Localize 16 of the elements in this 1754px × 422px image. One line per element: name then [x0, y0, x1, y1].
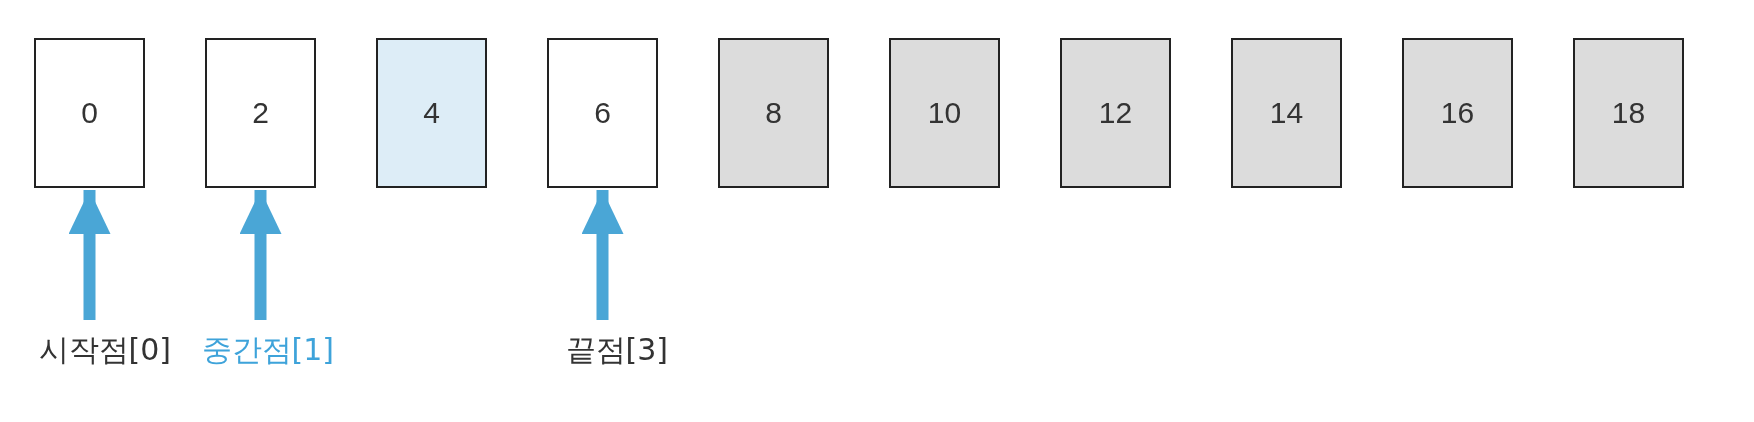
array-cell: 10: [889, 38, 1000, 188]
pointer-label: 중간점[1]: [201, 330, 334, 371]
array-cell: 12: [1060, 38, 1171, 188]
array-cell: 8: [718, 38, 829, 188]
array-cell: 14: [1231, 38, 1342, 188]
array-cell: 16: [1402, 38, 1513, 188]
array-cell: 6: [547, 38, 658, 188]
pointer-label: 끝점[3]: [565, 330, 668, 371]
array-cell: 2: [205, 38, 316, 188]
pointer-arrow: [239, 190, 282, 320]
array-cell: 4: [376, 38, 487, 188]
pointer-label: 시작점[0]: [38, 330, 171, 371]
array-cell: 0: [34, 38, 145, 188]
array-cell: 18: [1573, 38, 1684, 188]
pointer-arrow: [68, 190, 111, 320]
pointer-arrow: [581, 190, 624, 320]
